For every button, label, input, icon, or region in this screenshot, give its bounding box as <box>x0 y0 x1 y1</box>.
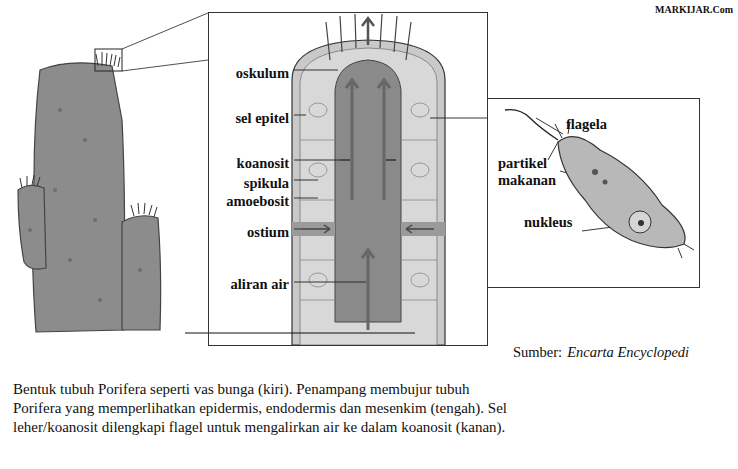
source-note: Sumber: <box>513 344 562 361</box>
part-label: partikel makanan <box>498 155 564 189</box>
cross-section <box>185 14 445 345</box>
part-label: sel epitel <box>235 110 289 127</box>
zoom-box <box>95 49 122 71</box>
part-label: oskulum <box>236 65 289 82</box>
part-label: amoebosit <box>226 193 289 210</box>
sponge-body <box>18 63 161 332</box>
cell-inset-panel: flagela partikel makanan nukleus <box>487 98 700 288</box>
part-label: aliran air <box>231 276 289 293</box>
part-label: nukleus <box>524 214 572 231</box>
part-label: flagela <box>566 116 607 133</box>
cross-section-panel: oskulum sel epitel koanosit spikulaamoebosi… <box>208 12 488 346</box>
part-label: koanosit <box>237 155 289 172</box>
figure-caption: Bentuk tubuh Porifera seperti vas bunga … <box>13 380 518 437</box>
sponge-texture <box>28 108 142 302</box>
sponge-tufts <box>20 52 157 217</box>
watermark: MARKIJAR.Com <box>655 4 733 15</box>
part-label: ostium <box>247 224 289 241</box>
part-label: spikula <box>244 175 289 192</box>
zoom-lines <box>122 13 208 71</box>
source-note: Encarta Encyclopedi <box>567 344 689 361</box>
